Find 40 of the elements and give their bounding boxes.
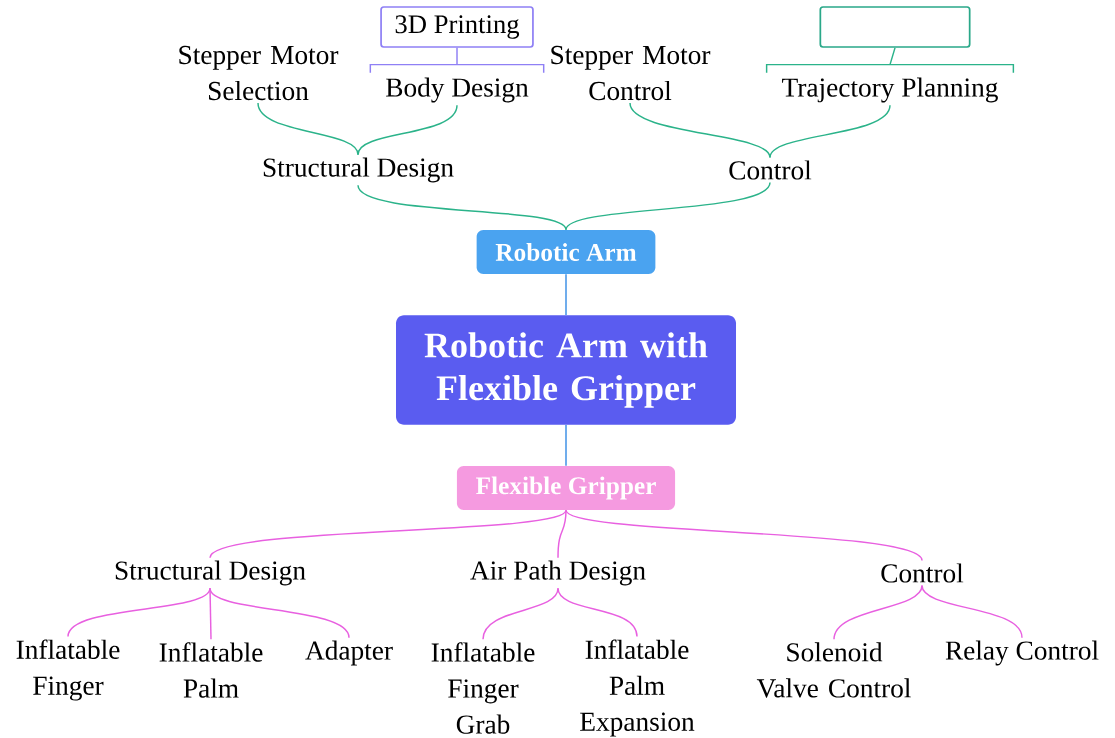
- branch-box: Robotic Arm: [476, 230, 656, 274]
- connector-line: [209, 587, 212, 641]
- topic-text: Inflatable Palm: [159, 642, 263, 698]
- topic-text: Structural Design: [115, 560, 306, 586]
- connector-curve: [557, 509, 567, 559]
- connector-line: [565, 273, 567, 316]
- branch-box: Flexible Gripper: [456, 466, 676, 510]
- connector-curve: [565, 509, 923, 562]
- connector-curve: [557, 587, 638, 638]
- topic-text: Body Design: [386, 77, 529, 103]
- topic-text: Trajectory Planning: [782, 77, 998, 103]
- connector-curve: [629, 102, 771, 159]
- summary-box: 3D Printing: [380, 6, 534, 48]
- connector-line: [565, 424, 567, 467]
- topic-text: Inflatable Palm Expansion: [580, 639, 695, 737]
- connector-curve: [209, 587, 350, 639]
- connector-curve: [257, 102, 359, 156]
- topic-text: Inflatable Finger Grab: [431, 642, 535, 734]
- connector-curve: [833, 584, 923, 641]
- connector-curve: [357, 104, 458, 156]
- connector-curve: [921, 584, 1023, 639]
- topic-text: Relay Control: [945, 640, 1099, 666]
- topic-text: Stepper Motor Selection: [179, 45, 339, 101]
- connector-curve: [769, 104, 891, 159]
- connector-curve: [209, 509, 567, 559]
- topic-text: Air Path Design: [470, 560, 646, 586]
- connector-curve: [565, 181, 771, 231]
- topic-text: Control: [729, 160, 812, 180]
- main-topic-box: Robotic Arm with Flexible Gripper: [396, 315, 736, 425]
- summary-box: [819, 6, 971, 48]
- topic-text: Inflatable Finger: [16, 639, 120, 701]
- connector-curve: [357, 184, 567, 231]
- topic-text: Solenoid Valve Control: [756, 642, 911, 698]
- topic-text: Control: [881, 563, 964, 583]
- topic-text: Stepper Motor Control: [551, 45, 711, 101]
- topic-text: Adapter: [305, 640, 393, 666]
- topic-text: Structural Design: [263, 157, 454, 183]
- summary-bracket: [369, 47, 545, 74]
- connector-curve: [482, 587, 559, 641]
- summary-bracket: [765, 47, 1015, 74]
